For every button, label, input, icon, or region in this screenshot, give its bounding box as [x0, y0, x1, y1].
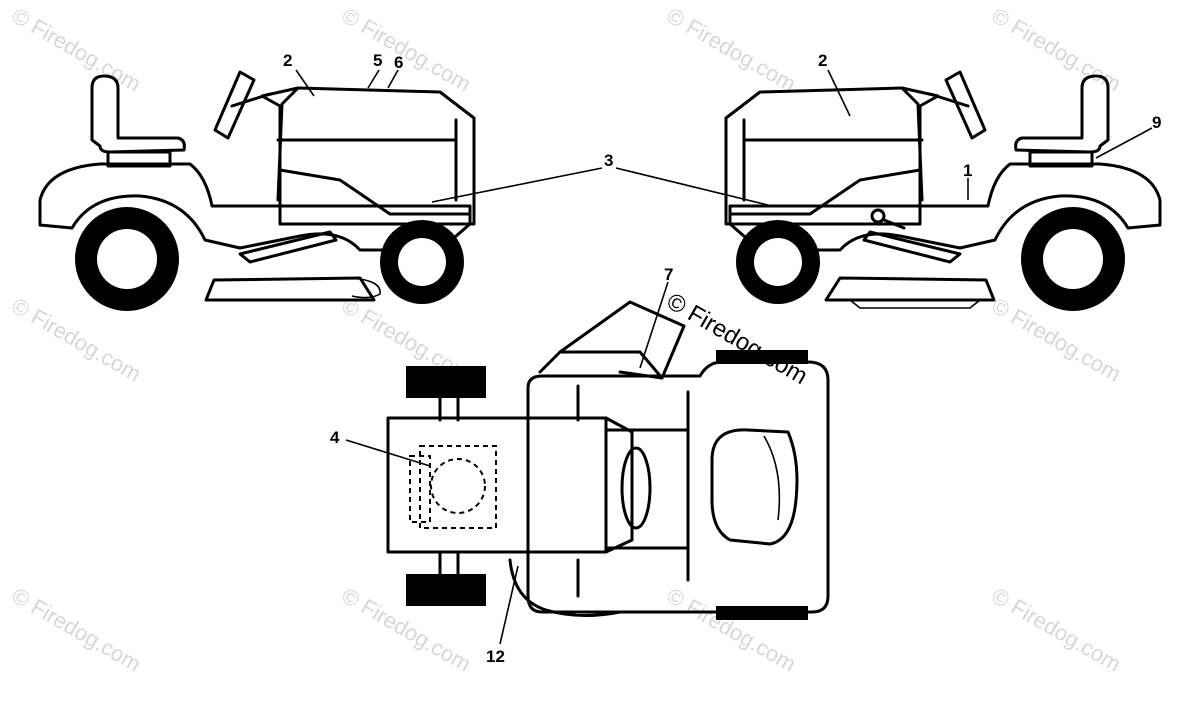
left-side-view	[38, 70, 476, 311]
label-6: 6	[394, 53, 403, 72]
label-4: 4	[330, 428, 340, 447]
callout-lines	[295, 69, 1153, 645]
label-5: 5	[373, 51, 382, 70]
label-1: 1	[963, 161, 972, 180]
label-3: 3	[604, 151, 613, 170]
label-12: 12	[486, 647, 505, 666]
part-labels: 2 5 6 2 9 3 1 7 4 12	[283, 51, 1161, 666]
watermark: © Firedog.com	[988, 3, 1126, 97]
watermark: © Firedog.com	[663, 583, 801, 677]
watermark: © Firedog.com	[338, 3, 476, 97]
label-7: 7	[664, 265, 673, 284]
top-view	[386, 300, 830, 620]
label-2-left: 2	[283, 51, 292, 70]
watermark: © Firedog.com	[8, 3, 146, 97]
label-9: 9	[1152, 113, 1161, 132]
right-side-view	[724, 70, 1162, 311]
label-2-right: 2	[818, 51, 827, 70]
watermark: © Firedog.com	[988, 583, 1126, 677]
watermark: © Firedog.com	[663, 3, 801, 97]
watermark: © Firedog.com	[8, 583, 146, 677]
